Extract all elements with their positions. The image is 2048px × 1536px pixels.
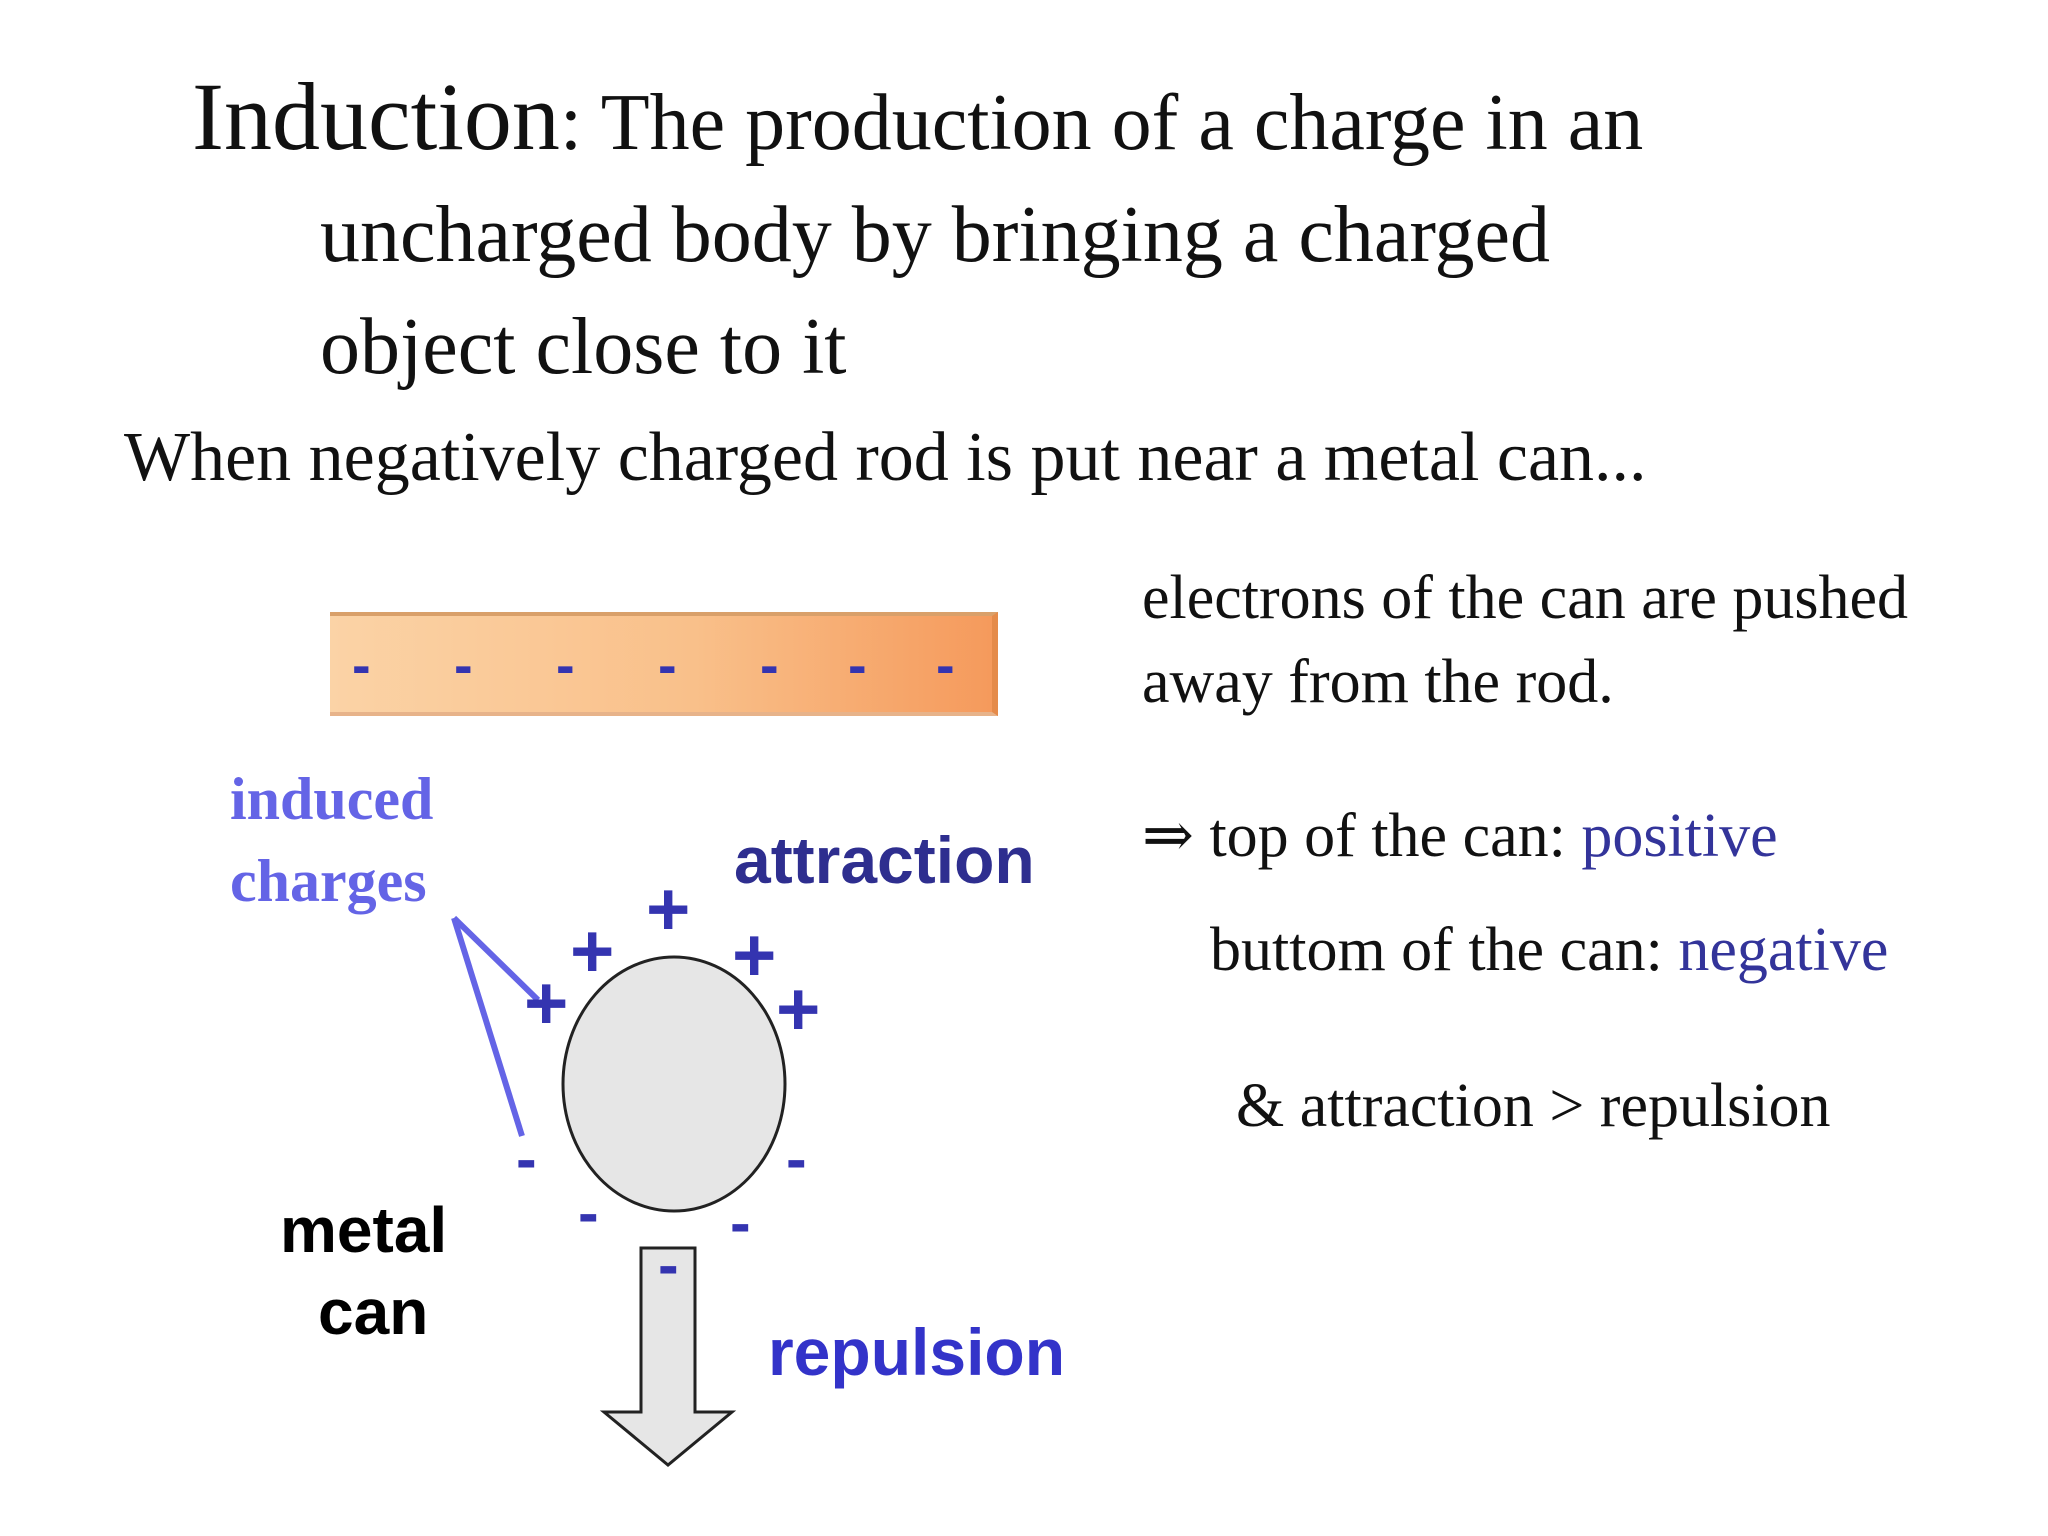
repulsion-label: repulsion <box>768 1315 1066 1389</box>
positive-charge: + <box>776 967 821 1052</box>
rod-charge: - <box>848 633 867 696</box>
rod-charge: - <box>760 633 779 696</box>
bottom-of-can-value: negative <box>1678 916 1889 984</box>
attraction-label: attraction <box>734 823 1035 897</box>
top-of-can-statement: ⇒ top of the can: positive <box>1142 794 1778 878</box>
negative-charge: - <box>786 1125 807 1194</box>
metal-can <box>561 955 787 1213</box>
attraction-vs-repulsion-statement: & attraction > repulsion <box>1236 1072 1831 1140</box>
induced-charges-label-line-1: induced <box>230 766 434 832</box>
title-line-2: uncharged body by bringing a charged <box>320 191 1551 279</box>
positive-charge: + <box>646 867 691 952</box>
metal-can-label-line-1: metal <box>280 1194 448 1266</box>
positive-charge: + <box>570 909 615 994</box>
subtitle: When negatively charged rod is put near … <box>124 419 1647 496</box>
title-definition-start: : The production of a charge in an <box>559 79 1644 167</box>
metal-can-label-line-2: can <box>318 1276 429 1348</box>
induced-charges-pointer-bottom <box>451 917 525 1137</box>
negative-charge: - <box>730 1189 751 1258</box>
induced-charges-pointer-top <box>451 915 541 1003</box>
positive-charge: + <box>524 961 569 1046</box>
top-of-can-prefix: ⇒ top of the can: <box>1142 802 1582 870</box>
rod-charge: - <box>556 633 575 696</box>
bottom-of-can-prefix: buttom of the can: <box>1210 916 1679 984</box>
negative-charge: - <box>578 1179 599 1248</box>
repulsion-arrow <box>599 1246 737 1467</box>
explanation-line-1: electrons of the can are pushed <box>1142 564 1909 632</box>
rod-charge: - <box>454 633 473 696</box>
charged-rod <box>330 612 998 716</box>
title-term: Induction <box>192 63 560 170</box>
negative-charge: - <box>516 1125 537 1194</box>
positive-charge: + <box>732 913 777 998</box>
top-of-can-value: positive <box>1581 802 1778 870</box>
induced-charges-label-line-2: charges <box>230 848 427 914</box>
title-line-1: Induction: The production of a charge in… <box>192 62 1643 178</box>
rod-charge: - <box>352 633 371 696</box>
negative-charge: - <box>658 1231 679 1300</box>
title-line-3: object close to it <box>320 303 847 391</box>
explanation-line-2: away from the rod. <box>1142 648 1614 716</box>
rod-charge: - <box>658 633 677 696</box>
bottom-of-can-statement: buttom of the can: negative <box>1210 908 1888 992</box>
rod-charge: - <box>936 633 955 696</box>
